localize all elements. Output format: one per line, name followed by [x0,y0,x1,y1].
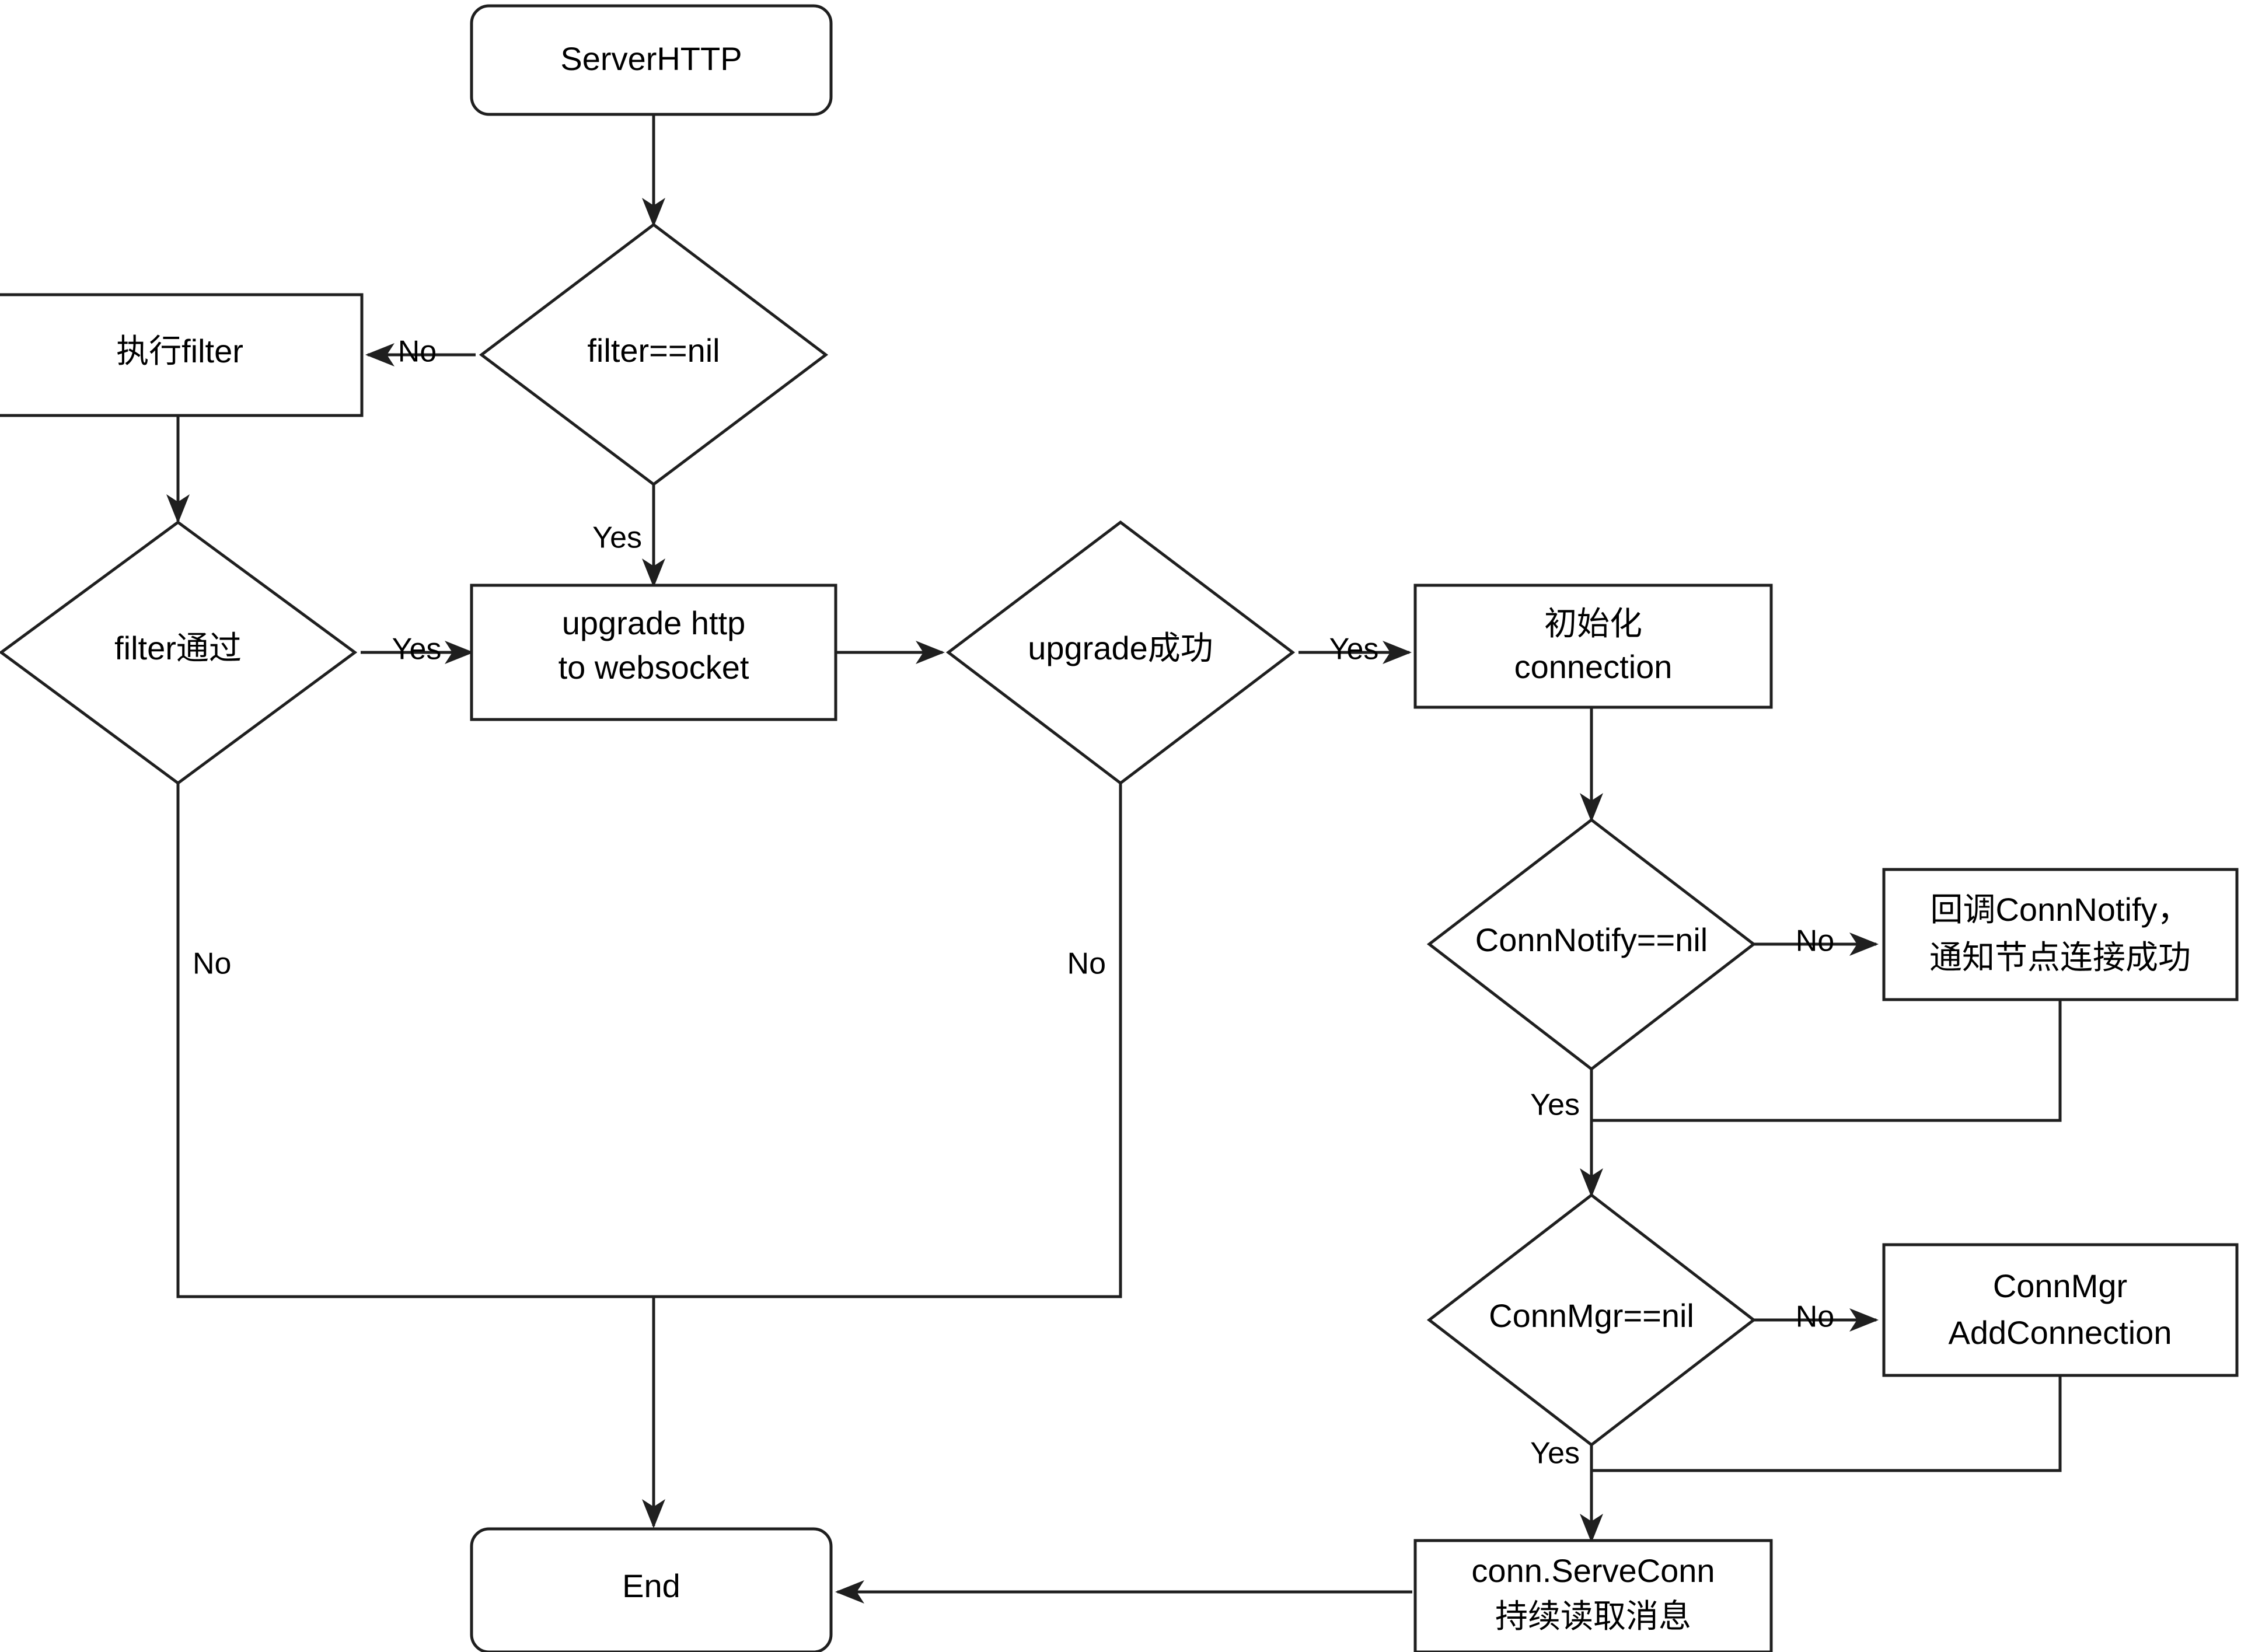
node-serve-conn[interactable]: conn.ServeConn 持续读取消息 [1413,1539,1773,1652]
node-filter-nil-label: filter==nil [587,332,720,369]
node-end[interactable]: End [470,1527,833,1652]
node-connmgr-nil[interactable]: ConnMgr==nil [1426,1193,1757,1447]
edge-connnotify-to-callback: No [1754,924,1879,958]
edge-filter-nil-to-exec-filter: No [365,335,476,369]
node-upgrade[interactable]: upgrade http to websocket [470,584,837,721]
edge-filter-nil-to-upgrade: Yes [592,484,665,588]
node-upgrade-label-line1: upgrade http [562,605,745,641]
node-init-conn-label-line1: 初始化 [1544,605,1642,642]
node-filter-pass[interactable]: filter通过 [0,520,358,785]
node-serve-conn-label-line1: conn.ServeConn [1471,1552,1715,1589]
node-add-conn[interactable]: ConnMgr AddConnection [1882,1243,2239,1377]
node-end-label: End [622,1567,680,1604]
edge-callback-to-connmgr [1591,1000,2062,1122]
node-callback-notify[interactable]: 回调ConnNotify， 通知节点连接成功 [1882,868,2239,1001]
node-exec-filter[interactable]: 执行filter [0,293,364,417]
node-upgrade-ok[interactable]: upgrade成功 [945,520,1296,785]
edge-label-upgrade-ok-yes: Yes [1329,633,1379,666]
node-add-conn-label-line2: AddConnection [1949,1314,2172,1351]
edge-label-connmgr-yes: Yes [1530,1437,1580,1471]
node-serve-conn-label-line2: 持续读取消息 [1495,1598,1691,1634]
edge-label-upgrade-ok-no: No [1067,947,1106,981]
edge-label-connnotify-no: No [1796,924,1834,958]
node-connmgr-nil-label: ConnMgr==nil [1489,1297,1694,1334]
edge-label-connmgr-no: No [1796,1300,1834,1334]
edge-filter-pass-to-upgrade: Yes [361,633,474,666]
node-upgrade-ok-label: upgrade成功 [1028,630,1213,666]
edge-label-filter-pass-no: No [193,947,231,981]
node-serverhttp[interactable]: ServerHTTP [470,4,833,116]
node-filter-nil[interactable]: filter==nil [479,222,829,487]
node-connnotify-nil[interactable]: ConnNotify==nil [1426,818,1757,1071]
node-exec-filter-label: 执行filter [116,333,243,369]
edge-label-filter-nil-no: No [398,335,437,369]
edge-addconn-to-serveconn [1591,1375,2062,1472]
node-serverhttp-label: ServerHTTP [560,40,742,77]
node-init-conn-label-line2: connection [1514,648,1673,685]
edge-label-filter-nil-yes: Yes [592,521,642,555]
edge-label-connnotify-yes: Yes [1530,1088,1580,1122]
node-callback-notify-label-line1: 回调ConnNotify， [1930,891,2190,928]
node-filter-pass-label: filter通过 [114,630,242,666]
node-upgrade-label-line2: to websocket [558,649,749,686]
edge-label-filter-pass-yes: Yes [392,633,442,666]
node-connnotify-nil-label: ConnNotify==nil [1475,921,1708,958]
edge-connmgr-to-serveconn: Yes [1530,1437,1603,1543]
edge-upgrade-ok-to-init-conn: Yes [1298,633,1412,666]
edge-connnotify-to-connmgr: Yes [1530,1069,1603,1198]
edge-connmgr-to-addconn: No [1754,1300,1879,1334]
node-add-conn-label-line1: ConnMgr [1993,1267,2127,1304]
edge-filter-pass-to-end: No [176,783,654,1298]
edge-upgrade-ok-to-end: No [654,783,1122,1298]
node-init-conn[interactable]: 初始化 connection [1413,584,1773,709]
node-callback-notify-label-line2: 通知节点连接成功 [1929,939,2191,976]
